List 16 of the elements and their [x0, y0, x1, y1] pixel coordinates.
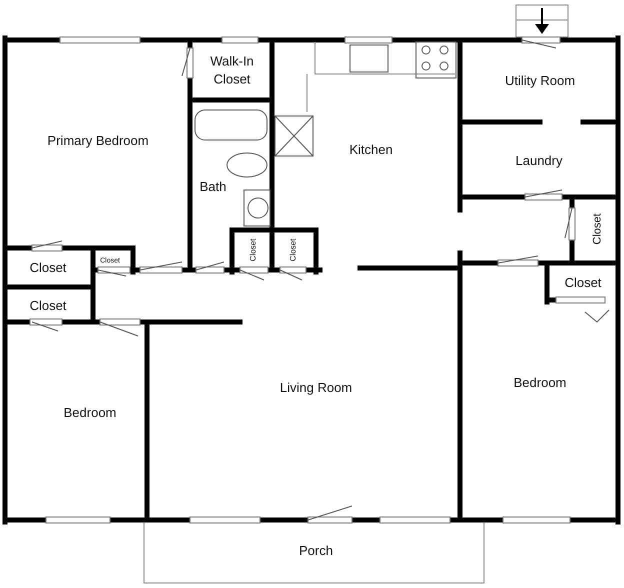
room-label: Living Room	[280, 379, 352, 397]
room-label: Closet	[30, 297, 66, 315]
room-label: Utility Room	[504, 72, 576, 90]
room-label: Bath	[200, 178, 226, 196]
room-label: Closet	[288, 238, 300, 262]
room-label: Kitchen	[349, 141, 393, 159]
room-label: Bedroom	[514, 374, 566, 392]
room-label: Closet	[590, 213, 606, 245]
room-label: Closet	[30, 259, 66, 277]
room-label: Laundry	[516, 152, 562, 170]
room-label: Closet	[248, 238, 260, 262]
room-label: Porch	[299, 542, 333, 560]
room-label: Bedroom	[64, 404, 116, 422]
room-label: Primary Bedroom	[47, 132, 149, 150]
room-label: Walk-In Closet	[202, 52, 262, 88]
room-label: Closet	[564, 274, 602, 292]
